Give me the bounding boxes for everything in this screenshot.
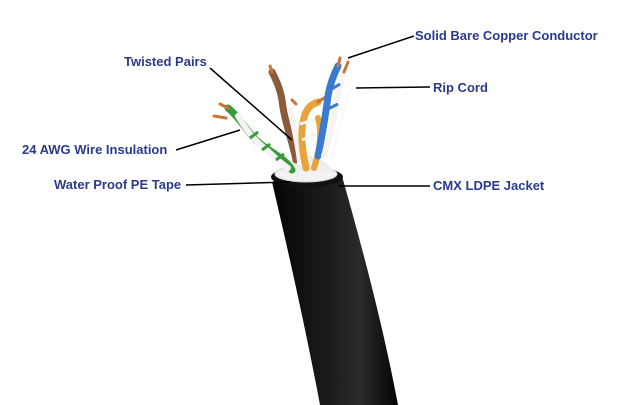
label-twisted-pairs: Twisted Pairs	[124, 54, 207, 69]
label-rip-cord: Rip Cord	[433, 80, 488, 95]
cmx-ldpe-jacket-shape	[272, 171, 398, 405]
leader-line-rip-cord	[355, 86, 431, 89]
label-cmx-ldpe-jacket: CMX LDPE Jacket	[433, 178, 545, 193]
label-awg-wire-insulation: 24 AWG Wire Insulation	[22, 142, 168, 157]
brown-pair	[268, 64, 303, 165]
leader-line-water-proof-pe-tape	[185, 181, 291, 186]
blue-pair	[314, 56, 350, 160]
green-pair	[212, 102, 296, 174]
leader-line-solid-bare-copper-conductor	[347, 35, 415, 59]
label-solid-bare-copper-conductor: Solid Bare Copper Conductor	[415, 28, 598, 43]
rip-cord-shape	[328, 86, 357, 161]
leader-line-twisted-pairs	[209, 67, 293, 141]
label-water-proof-pe-tape: Water Proof PE Tape	[54, 177, 182, 192]
leader-line-awg-wire-insulation	[175, 129, 241, 151]
